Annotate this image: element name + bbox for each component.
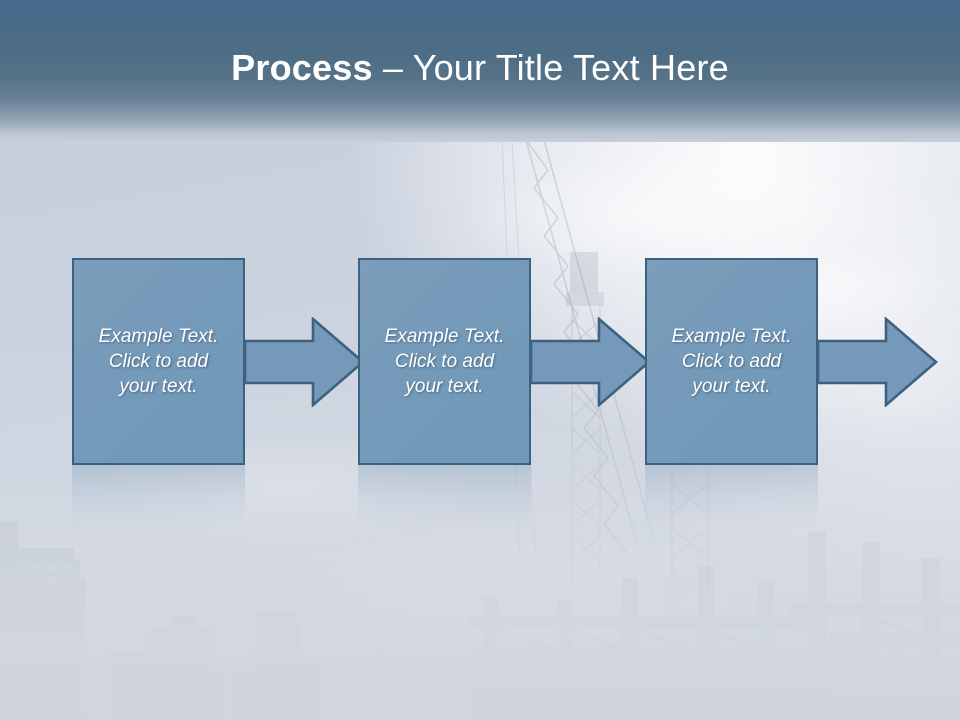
step-3-box[interactable]: Example Text. Click to add your text. bbox=[645, 258, 818, 465]
step-1-reflection bbox=[72, 465, 245, 527]
process-step-2[interactable]: Example Text. Click to add your text. bbox=[358, 258, 651, 527]
step-3-arrow-icon[interactable] bbox=[816, 317, 938, 407]
step-1-line-1: Example Text. bbox=[98, 326, 219, 347]
process-step-1[interactable]: Example Text. Click to add your text. bbox=[72, 258, 365, 527]
step-3-line-3: your text. bbox=[692, 376, 771, 397]
step-2-text: Example Text. Click to add your text. bbox=[377, 324, 513, 399]
title-band bbox=[0, 0, 960, 142]
step-1-arrow-icon[interactable] bbox=[243, 317, 365, 407]
step-2-line-1: Example Text. bbox=[384, 326, 505, 347]
step-1-line-3: your text. bbox=[119, 376, 198, 397]
step-3-line-1: Example Text. bbox=[671, 326, 792, 347]
step-2-arrow-icon[interactable] bbox=[529, 317, 651, 407]
step-2-box[interactable]: Example Text. Click to add your text. bbox=[358, 258, 531, 465]
step-1-text: Example Text. Click to add your text. bbox=[91, 324, 227, 399]
page-title: Process – Your Title Text Here bbox=[0, 46, 960, 90]
page-title-rest: Your Title Text Here bbox=[412, 47, 729, 88]
process-step-3[interactable]: Example Text. Click to add your text. bbox=[645, 258, 938, 527]
page-title-separator: – bbox=[372, 47, 413, 88]
step-3-text: Example Text. Click to add your text. bbox=[664, 324, 800, 399]
background-ground-fog bbox=[0, 560, 960, 720]
step-2-reflection bbox=[358, 465, 531, 527]
step-1-box[interactable]: Example Text. Click to add your text. bbox=[72, 258, 245, 465]
step-3-line-2: Click to add bbox=[681, 351, 782, 372]
page-title-bold: Process bbox=[231, 47, 373, 88]
step-1-line-2: Click to add bbox=[108, 351, 209, 372]
step-2-line-2: Click to add bbox=[394, 351, 495, 372]
step-3-reflection bbox=[645, 465, 818, 527]
step-2-line-3: your text. bbox=[405, 376, 484, 397]
